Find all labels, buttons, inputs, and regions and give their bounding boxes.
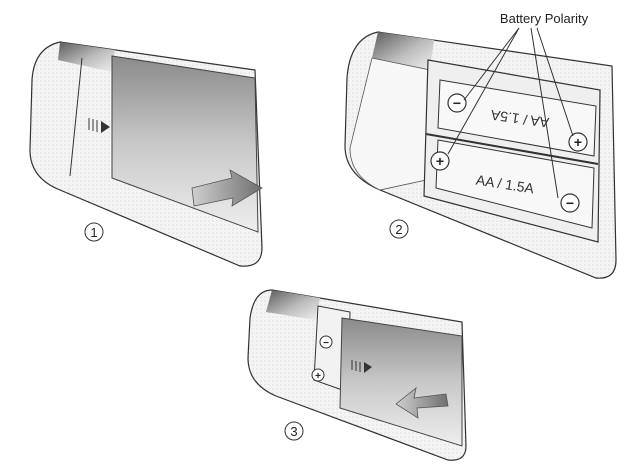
minus-symbol: −: [323, 338, 329, 349]
remote-end-shade: [349, 57, 431, 191]
battery-top: [437, 79, 597, 157]
step-2-number: 2: [395, 222, 402, 237]
step-2-number-circle: [389, 219, 409, 239]
step-2-batteries-inserted: − + + − AA / 1.5A AA / 1.5A Battery Pola…: [344, 11, 617, 279]
insert-arrow-icon: [395, 387, 449, 419]
remote-top-shade: [372, 32, 434, 70]
step3-plus-terminal: +: [311, 368, 325, 382]
slide-arrow-icon: [191, 169, 263, 207]
step-1-number: 1: [90, 225, 97, 240]
plus-symbol: +: [436, 153, 444, 169]
plus-symbol: +: [574, 134, 582, 150]
compartment-divider: [425, 133, 599, 165]
grip-lines-icon: [351, 360, 361, 372]
grip-arrow-icon: [364, 362, 372, 373]
battery-bottom: [435, 139, 595, 229]
step-3-number: 3: [290, 424, 297, 439]
bottom-minus-terminal: −: [560, 193, 580, 213]
battery-cover: [339, 317, 463, 447]
grip-arrow-icon: [101, 121, 110, 133]
step-1-number-circle: [84, 222, 104, 242]
step-3-cover-closing: − + 3: [247, 289, 467, 461]
top-minus-terminal: −: [447, 93, 467, 113]
minus-symbol: −: [453, 95, 461, 111]
top-plus-terminal: +: [568, 132, 588, 152]
step3-minus-terminal: −: [319, 335, 333, 349]
polarity-callout-label: Battery Polarity: [500, 11, 589, 26]
step-3-number-circle: [284, 421, 304, 441]
bottom-plus-terminal: +: [430, 151, 450, 171]
remote-top-shade: [58, 42, 115, 72]
cover-seam: [69, 57, 83, 177]
remote-top-shade: [266, 290, 320, 320]
minus-symbol: −: [566, 195, 574, 211]
step-1-remote-closed: 1: [29, 41, 263, 267]
grip-lines-icon: [88, 118, 98, 132]
plus-symbol: +: [315, 371, 321, 382]
polarity-callout-lines: [447, 27, 574, 199]
